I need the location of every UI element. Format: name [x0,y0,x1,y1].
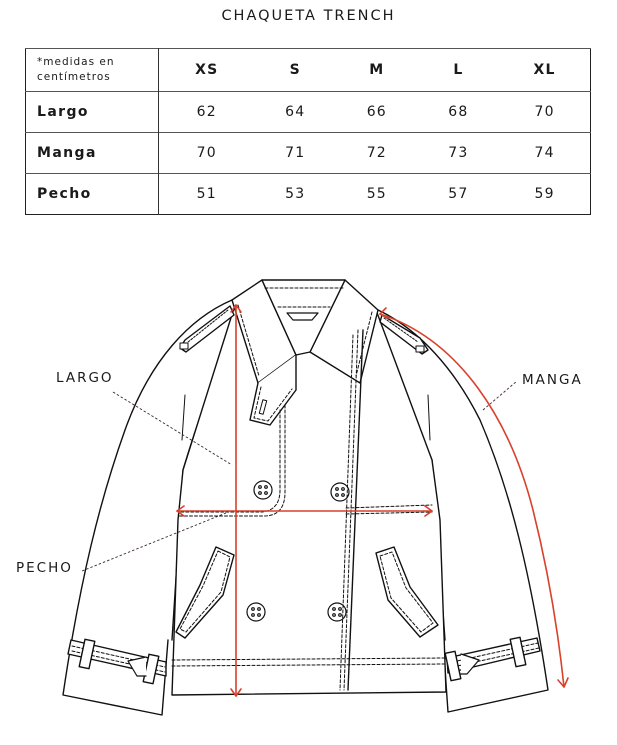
manga-arrow-head-top [379,307,389,319]
collar-back [261,279,346,356]
row-label: Manga [25,132,159,174]
button-icon [253,480,273,500]
pecho-arrow-head-left [176,505,185,517]
cell-value: 70 [158,132,255,174]
cell-value: 62 [158,91,255,133]
cell-value: 68 [417,91,500,133]
jacket-body [171,304,447,696]
size-header-l: L [417,48,500,92]
size-header-m: M [336,48,418,92]
size-chart-table: *medidas en centímetros XS S M L XL Larg… [25,48,591,215]
table-row-manga: Manga 70 71 72 73 74 [25,132,591,174]
page-title: CHAQUETA TRENCH [221,8,396,24]
right-sleeve [377,309,549,713]
cell-value: 74 [499,132,591,174]
manga-arrow-head-bottom [557,677,569,688]
table-row-pecho: Pecho 51 53 55 57 59 [25,173,591,215]
size-header-xl: XL [499,48,591,92]
cell-value: 59 [499,173,591,215]
row-label: Largo [25,91,159,133]
manga-leader [482,380,518,411]
callout-largo: LARGO [56,370,114,386]
left-pocket [175,546,235,639]
cell-value: 72 [336,132,418,174]
button-icon [246,602,266,622]
cell-value: 66 [336,91,418,133]
jacket-diagram [62,279,569,716]
callout-pecho: PECHO [16,560,73,576]
units-note: *medidas en centímetros [25,48,159,92]
cell-value: 55 [336,173,418,215]
pecho-leader [81,512,227,572]
cell-value: 57 [417,173,500,215]
right-epaulette [379,314,429,355]
size-header-s: S [254,48,337,92]
units-note-line1: *medidas en [37,56,115,68]
left-sleeve [62,299,233,716]
right-pocket [375,546,439,638]
largo-arrow-head-top [230,304,242,313]
table-header-row: *medidas en centímetros XS S M L XL [25,48,591,92]
row-label: Pecho [25,173,159,215]
cell-value: 71 [254,132,337,174]
manga-arrow [379,313,565,688]
largo-leader [112,391,233,466]
left-epaulette [179,305,235,353]
cell-value: 64 [254,91,337,133]
front-placket [347,329,364,691]
button-icon [330,482,350,502]
pecho-arrow-head-right [424,505,433,517]
table-row-largo: Largo 62 64 66 68 70 [25,91,591,133]
cell-value: 51 [158,173,255,215]
cell-value: 70 [499,91,591,133]
largo-arrow-head-bottom [230,688,242,697]
storm-flap [249,354,297,426]
callout-manga: MANGA [522,372,583,388]
cell-value: 73 [417,132,500,174]
units-note-line2: centímetros [37,71,111,83]
button-icon [327,602,347,622]
size-header-xs: XS [158,48,255,92]
cell-value: 53 [254,173,337,215]
